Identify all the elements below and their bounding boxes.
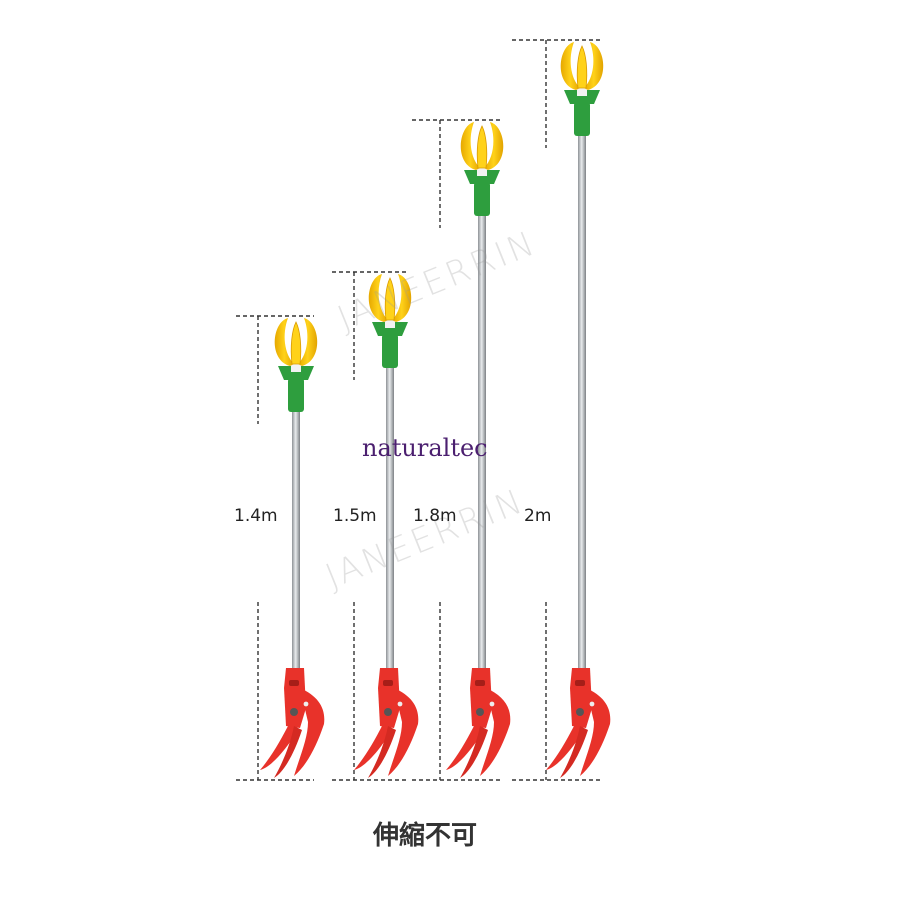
green-connector: [564, 86, 600, 136]
grabber-tool-3: [412, 119, 511, 781]
red-handle: [260, 668, 325, 778]
grabber-tool-1: [236, 315, 325, 781]
yellow-claw: [460, 122, 504, 170]
measure-bracket: [332, 271, 408, 781]
caption-not-extendable: 伸縮不可: [372, 821, 477, 851]
green-connector: [372, 318, 408, 368]
red-handle: [546, 668, 611, 778]
pole: [386, 352, 394, 668]
green-connector: [278, 362, 314, 412]
length-label-4: 2m: [524, 506, 552, 526]
pole: [578, 120, 586, 668]
yellow-claw: [560, 42, 604, 90]
length-label-3: 1.8m: [413, 506, 457, 526]
measure-bracket: [236, 315, 314, 781]
length-label-2: 1.5m: [333, 506, 377, 526]
pole: [478, 200, 486, 668]
red-handle: [354, 668, 419, 778]
grabber-tool-2: [332, 271, 419, 781]
yellow-claw: [368, 274, 412, 322]
red-handle: [446, 668, 511, 778]
pole: [292, 396, 300, 668]
length-label-1: 1.4m: [234, 506, 278, 526]
brand-text: naturaltec: [362, 434, 488, 462]
yellow-claw: [274, 318, 318, 366]
green-connector: [464, 166, 500, 216]
measure-bracket: [512, 39, 600, 781]
measure-bracket: [412, 119, 500, 781]
grabber-tool-4: [512, 39, 611, 781]
